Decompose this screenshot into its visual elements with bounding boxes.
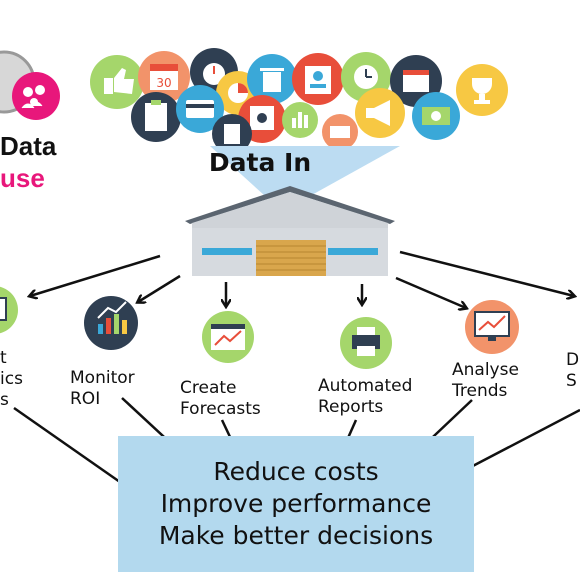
trend-monitor-icon <box>465 300 519 354</box>
outcome-left-partial: t ics s <box>0 348 23 411</box>
outcome-left-line2: ics <box>0 369 23 389</box>
analyse-trends-line2: Trends <box>452 381 508 401</box>
forecast-chart-icon <box>202 311 254 363</box>
result-better-decisions: Make better decisions <box>158 521 434 550</box>
svg-text:30: 30 <box>156 76 171 90</box>
outcome-analyse-trends: Analyse Trends <box>452 360 542 402</box>
result-reduce-costs: Reduce costs <box>213 457 379 486</box>
outcome-right-line1: D <box>566 350 580 370</box>
outcome-left-line1: t <box>0 348 7 368</box>
results-box: Reduce costs Improve performance Make be… <box>118 436 474 572</box>
brand-title-line1: Data <box>0 131 57 161</box>
document-icon <box>212 114 252 154</box>
create-forecasts-line2: Forecasts <box>180 399 261 419</box>
analytics-icon <box>0 286 18 334</box>
automated-reports-line2: Reports <box>318 397 384 417</box>
trophy-icon <box>456 64 508 116</box>
outcome-create-forecasts: Create Forecasts <box>180 378 280 420</box>
bar-chart-icon <box>282 102 318 138</box>
credit-card-icon <box>176 85 224 133</box>
percent-icon <box>322 114 358 150</box>
outcome-monitor-roi: Monitor ROI <box>70 368 150 410</box>
monitor-roi-icon <box>84 296 138 350</box>
analyse-trends-line1: Analyse <box>452 360 519 380</box>
trash-icon <box>247 54 297 104</box>
outcome-left-line3: s <box>0 390 9 410</box>
warehouse <box>185 186 395 276</box>
result-improve-performance: Improve performance <box>160 489 432 518</box>
create-forecasts-line1: Create <box>180 378 237 398</box>
data-in-funnel <box>210 146 400 206</box>
warehouse-arrows <box>30 250 574 308</box>
outcome-automated-reports: Automated Reports <box>318 376 428 418</box>
outcome-right-partial: D S <box>566 350 580 392</box>
money-icon <box>412 92 460 140</box>
clipboard-icon <box>131 92 181 142</box>
data-in-label: Data In <box>208 148 312 177</box>
thumbs-up-icon <box>90 55 144 109</box>
megaphone-icon <box>355 88 405 138</box>
brand-title-line2: use <box>0 163 45 193</box>
monitor-roi-line2: ROI <box>70 389 101 409</box>
icon-cloud: 30 <box>90 48 508 154</box>
automated-reports-line1: Automated <box>318 376 413 396</box>
printer-icon <box>340 317 392 369</box>
monitor-roi-line1: Monitor <box>70 368 135 388</box>
id-badge-icon <box>292 53 344 105</box>
outcome-right-line2: S <box>566 371 577 391</box>
calendar-30-icon: 30 <box>138 51 190 103</box>
brand-logo <box>0 50 60 120</box>
